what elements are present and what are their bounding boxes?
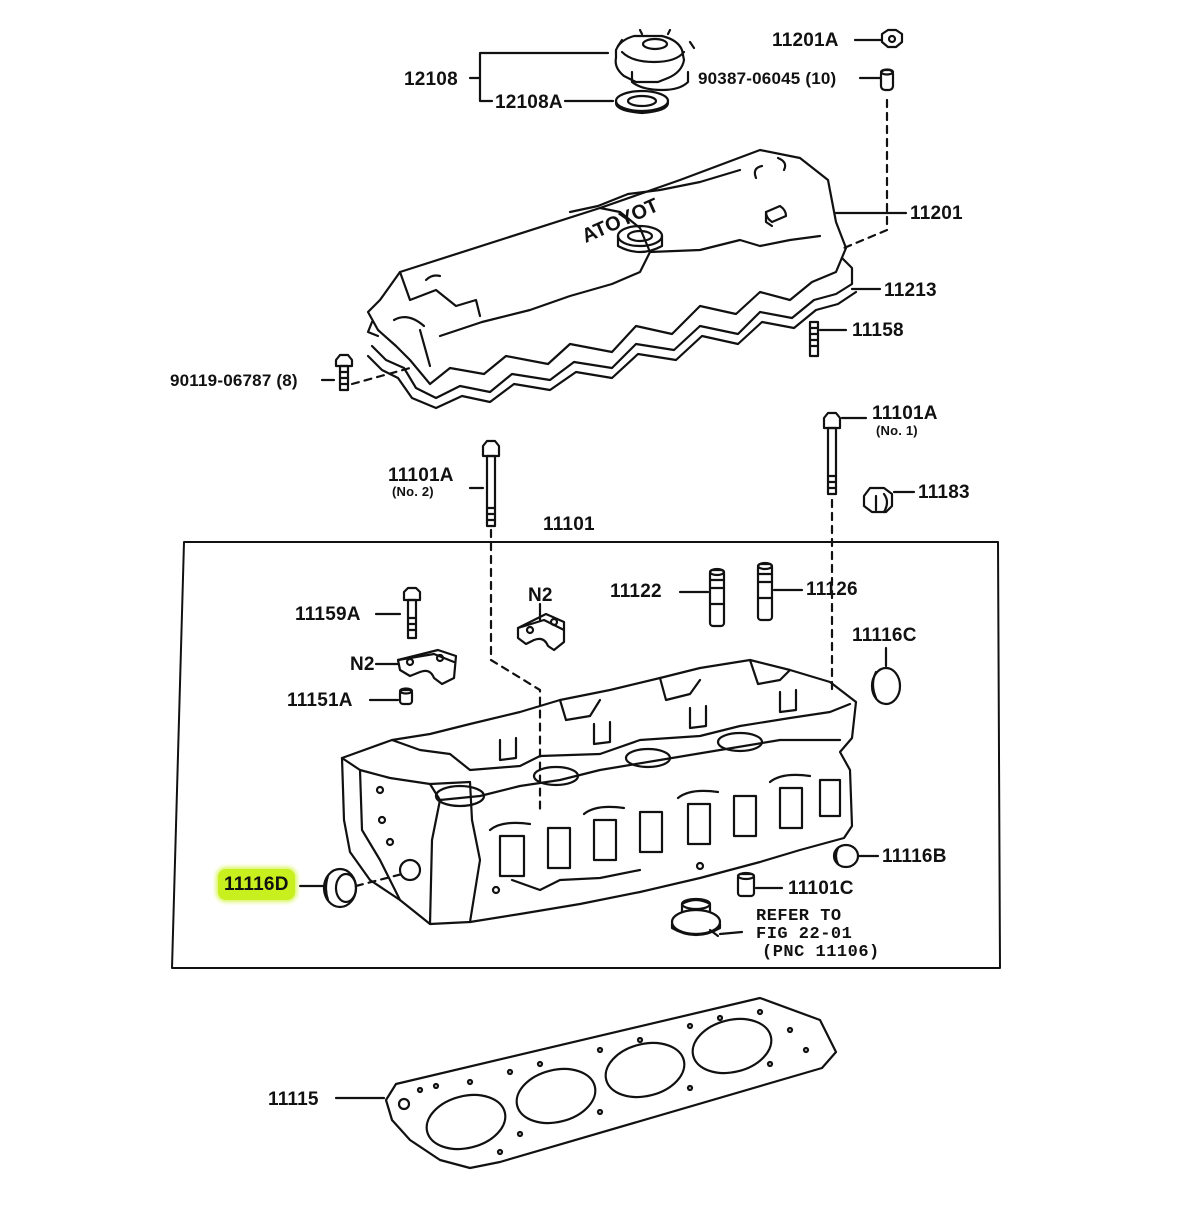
- oil-filler-cap: [614, 28, 696, 92]
- valve-cover: [366, 148, 848, 386]
- head-plug-11183: [862, 486, 894, 514]
- refer-line-3: (PNC 11106): [762, 943, 880, 962]
- oil-filler-cap-gasket: [614, 89, 670, 115]
- label-11122: 11122: [610, 581, 662, 602]
- label-11126: 11126: [806, 579, 858, 600]
- group-frame: [171, 541, 1001, 969]
- label-11101C: 11101C: [788, 878, 854, 899]
- label-12108: 12108: [404, 69, 458, 90]
- cover-stud: [808, 320, 820, 358]
- label-11101A-no1-note: (No. 1): [876, 423, 918, 438]
- label-11213: 11213: [884, 280, 937, 301]
- refer-part: [670, 897, 722, 938]
- dowel-11101C: [736, 871, 756, 898]
- dowel-pin: [398, 687, 414, 706]
- head-bolt-no2: [481, 439, 501, 528]
- refer-line-1: REFER TO: [756, 907, 842, 926]
- valve-guide-11126: [756, 561, 774, 622]
- label-90387-06045: 90387-06045 (10): [698, 69, 837, 88]
- refer-line-2: FIG 22-01: [756, 925, 853, 944]
- plug-11116B: [832, 843, 860, 869]
- label-11101A-no2: 11101A: [388, 465, 454, 486]
- dash-cover-stud: [842, 98, 889, 250]
- label-12108A: 12108A: [495, 92, 563, 113]
- label-11101A-no1: 11101A: [872, 403, 938, 424]
- head-bolt-no1: [822, 411, 842, 496]
- label-11183: 11183: [918, 482, 970, 503]
- bearing-cap-n2-upper: [516, 612, 566, 652]
- label-N2-upper: N2: [528, 585, 553, 606]
- head-gasket: [384, 996, 838, 1170]
- label-11201: 11201: [910, 203, 963, 224]
- cylinder-head: [340, 658, 858, 926]
- cover-grommet: [879, 68, 895, 92]
- bearing-cap-n2-lower: [396, 648, 458, 686]
- label-11151A: 11151A: [287, 690, 353, 711]
- label-90119-06787: 90119-06787 (8): [170, 371, 298, 390]
- label-11201A: 11201A: [772, 30, 839, 51]
- label-11158: 11158: [852, 320, 904, 341]
- leader-12108: [468, 51, 615, 103]
- label-11159A: 11159A: [295, 604, 361, 625]
- bearing-cap-bolt: [402, 586, 422, 640]
- cover-bolt: [334, 353, 354, 392]
- label-11115: 11115: [268, 1089, 319, 1110]
- cover-nut: [880, 28, 904, 49]
- leader-refer: [718, 930, 744, 936]
- dash-bolt-no2: [489, 528, 542, 812]
- dash-cover-bolt: [350, 366, 412, 386]
- label-11116D-highlighted: 11116D: [218, 869, 295, 900]
- dash-plug-11116D: [354, 872, 404, 888]
- label-group-11101: 11101: [543, 514, 595, 535]
- valve-guide-11122: [708, 567, 726, 628]
- label-N2-lower: N2: [350, 654, 375, 675]
- valve-cover-gasket: [366, 256, 858, 410]
- label-11116C: 11116C: [852, 625, 917, 646]
- plug-11116C: [870, 666, 902, 706]
- label-11101A-no2-note: (No. 2): [392, 484, 434, 499]
- label-11116B: 11116B: [882, 846, 947, 867]
- plug-11116D: [322, 867, 358, 909]
